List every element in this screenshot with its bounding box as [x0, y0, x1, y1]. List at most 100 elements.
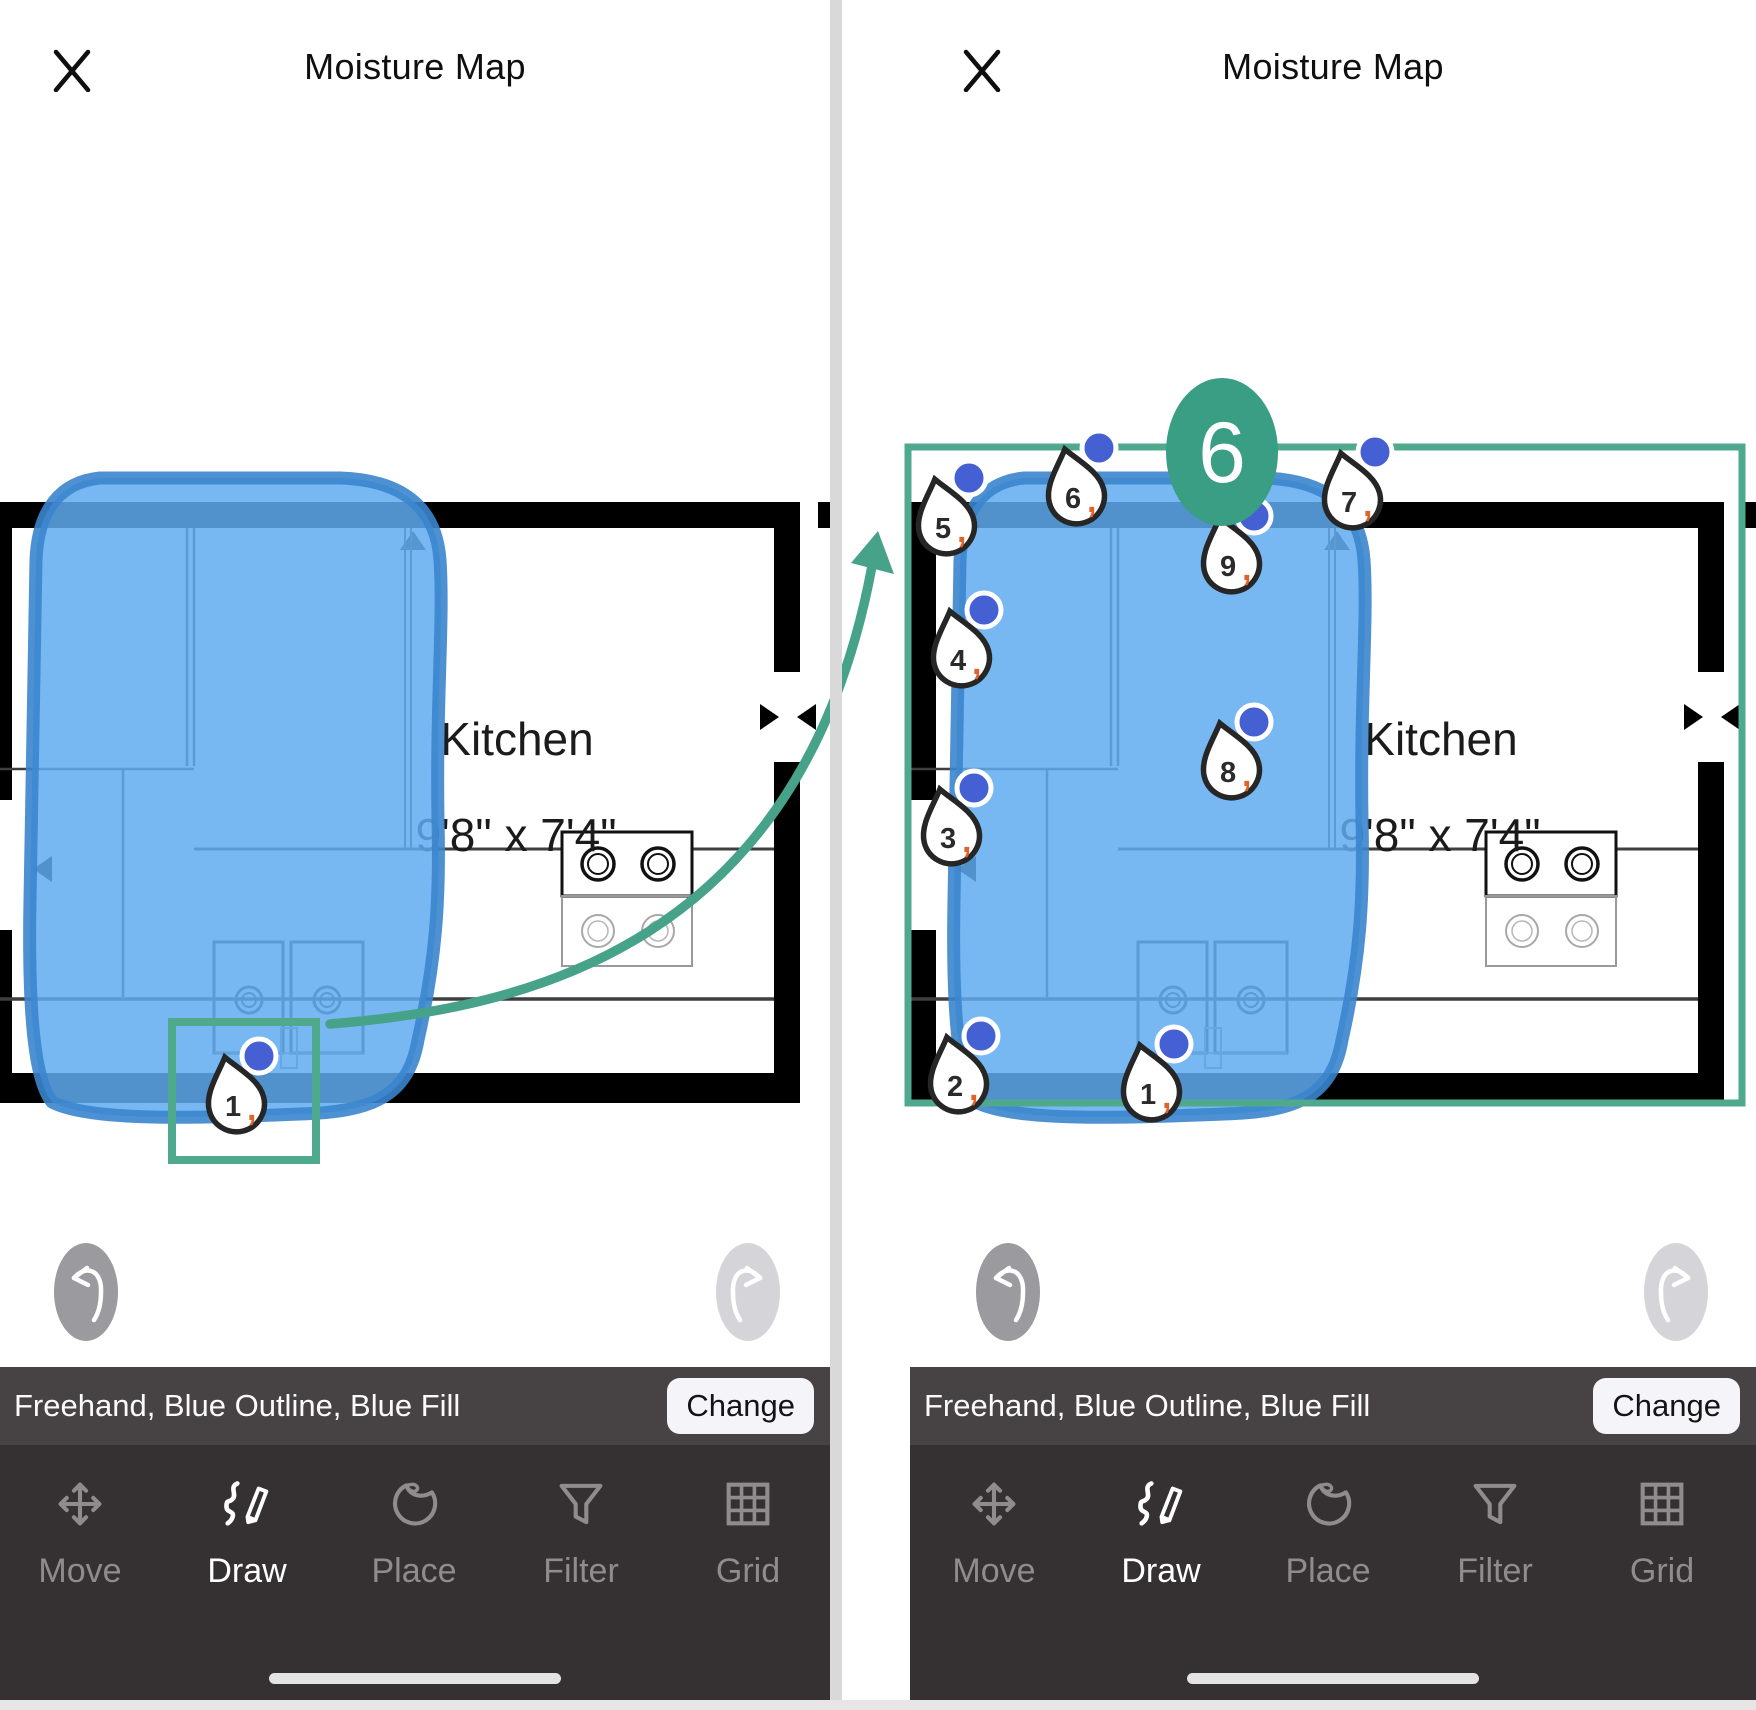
droplet-icon	[927, 1032, 990, 1115]
undo-button[interactable]	[54, 1243, 118, 1341]
pin-number: 8	[1220, 757, 1236, 789]
moisture-pins-left: 1,	[198, 1036, 279, 1138]
close-icon[interactable]	[960, 48, 1004, 93]
highlight-box-small	[168, 1018, 320, 1164]
tool-label: Filter	[1457, 1552, 1533, 1590]
tool-label: Grid	[1629, 1552, 1695, 1590]
filter-icon	[559, 1483, 603, 1525]
tool-place[interactable]: Place	[354, 1445, 474, 1591]
draw-icon	[224, 1481, 269, 1526]
pin-number: 5	[935, 513, 951, 545]
pin-comma-mark: ,	[1242, 756, 1251, 794]
pin-comma-mark: ,	[247, 1090, 256, 1128]
redo-button[interactable]	[1644, 1243, 1708, 1341]
moisture-pins-right: 5,6,7,9,4,8,3,2,1,	[908, 428, 1395, 1126]
pin-comma-mark: ,	[1162, 1078, 1171, 1116]
tool-label: Draw	[1121, 1552, 1201, 1590]
redo-button[interactable]	[716, 1243, 780, 1341]
droplet-icon	[920, 784, 983, 867]
pin-comma-mark: ,	[1087, 482, 1096, 520]
bottom-edge	[0, 1700, 1756, 1710]
tool-grid[interactable]: Grid	[1602, 1445, 1722, 1591]
place-icon	[393, 1482, 438, 1526]
tool-label: Draw	[207, 1552, 287, 1590]
pin-status-dot	[949, 458, 989, 498]
pin-comma-mark: ,	[962, 822, 971, 860]
tool-label: Place	[371, 1552, 457, 1590]
panel-divider	[830, 0, 842, 1710]
highlight-box-large	[904, 443, 1746, 1107]
tool-move[interactable]: Move	[20, 1445, 140, 1591]
moisture-pin-1[interactable]: 1,	[198, 1036, 279, 1138]
undo-button[interactable]	[976, 1243, 1040, 1341]
pin-status-dot	[1234, 702, 1274, 742]
tool-place[interactable]: Place	[1268, 1445, 1388, 1591]
tool-move[interactable]: Move	[934, 1445, 1054, 1591]
pin-number: 3	[940, 823, 956, 855]
draw-icon	[1138, 1481, 1183, 1526]
droplet-icon	[1200, 718, 1263, 801]
tool-label: Filter	[543, 1552, 619, 1590]
moisture-pin-3[interactable]: 3,	[913, 768, 994, 870]
pin-status-dot	[1355, 432, 1395, 472]
droplet-icon	[1045, 444, 1108, 527]
moisture-pin-2[interactable]: 2,	[920, 1016, 1001, 1118]
moisture-pin-6[interactable]: 6,	[1038, 428, 1119, 530]
step-number: 6	[1198, 405, 1246, 501]
tool-label: Move	[38, 1552, 122, 1590]
pin-comma-mark: ,	[957, 512, 966, 550]
tool-label: Grid	[715, 1552, 781, 1590]
droplet-icon	[930, 606, 993, 689]
pin-number: 1	[1140, 1079, 1156, 1111]
droplet-icon	[1200, 512, 1263, 595]
pin-number: 7	[1341, 487, 1357, 519]
pin-status-dot	[239, 1036, 279, 1076]
draw-style-bar: Freehand, Blue Outline, Blue Fill Change	[910, 1367, 1756, 1445]
moisture-pin-8[interactable]: 8,	[1193, 702, 1274, 804]
moisture-pin-1[interactable]: 1,	[1113, 1024, 1194, 1126]
tool-bar: Move Draw Place Filter Grid	[910, 1445, 1756, 1710]
move-icon	[58, 1482, 102, 1526]
close-icon[interactable]	[50, 48, 94, 93]
droplet-icon	[915, 474, 978, 557]
tool-draw[interactable]: Draw	[187, 1445, 307, 1591]
home-indicator[interactable]	[269, 1673, 561, 1684]
pin-number: 2	[947, 1071, 963, 1103]
droplet-icon	[205, 1052, 268, 1135]
tutorial-arrow	[325, 531, 894, 1029]
step-badge	[1166, 378, 1278, 526]
tool-filter[interactable]: Filter	[1435, 1445, 1555, 1591]
pin-status-dot	[964, 590, 1004, 630]
pin-status-dot	[1079, 428, 1119, 468]
tool-grid[interactable]: Grid	[688, 1445, 808, 1591]
pin-number: 4	[950, 645, 966, 677]
pin-number: 6	[1065, 483, 1081, 515]
tool-filter[interactable]: Filter	[521, 1445, 641, 1591]
moisture-pin-5[interactable]: 5,	[908, 458, 989, 560]
pin-comma-mark: ,	[972, 644, 981, 682]
change-style-button[interactable]: Change	[667, 1378, 814, 1434]
draw-style-summary: Freehand, Blue Outline, Blue Fill	[924, 1388, 1371, 1423]
pin-status-dot	[1154, 1024, 1194, 1064]
pin-status-dot	[954, 768, 994, 808]
tool-label: Place	[1285, 1552, 1371, 1590]
filter-icon	[1473, 1483, 1517, 1525]
pin-comma-mark: ,	[969, 1070, 978, 1108]
grid-icon	[726, 1482, 770, 1526]
grid-icon	[1640, 1482, 1684, 1526]
tool-draw[interactable]: Draw	[1101, 1445, 1221, 1591]
moisture-pin-7[interactable]: 7,	[1314, 432, 1395, 534]
draw-style-bar: Freehand, Blue Outline, Blue Fill Change	[0, 1367, 830, 1445]
place-icon	[1307, 1482, 1352, 1526]
moisture-pin-4[interactable]: 4,	[923, 590, 1004, 692]
droplet-icon	[1120, 1040, 1183, 1123]
pin-status-dot	[961, 1016, 1001, 1056]
change-style-button[interactable]: Change	[1593, 1378, 1740, 1434]
pin-number: 1	[225, 1091, 241, 1123]
tool-bar: Move Draw Place Filter Grid	[0, 1445, 830, 1710]
home-indicator[interactable]	[1187, 1673, 1479, 1684]
pin-comma-mark: ,	[1242, 550, 1251, 588]
pin-comma-mark: ,	[1363, 486, 1372, 524]
